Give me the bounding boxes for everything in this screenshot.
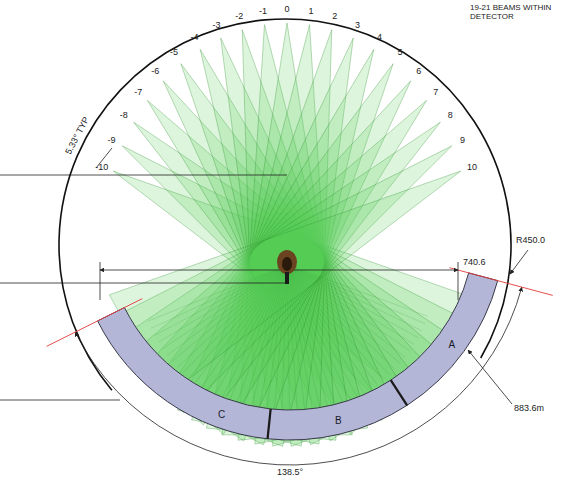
- beam-ray: [214, 265, 287, 396]
- beam-ray: [266, 265, 287, 414]
- dimension-lines: [47, 19, 553, 465]
- target-holder: [285, 272, 289, 284]
- beam-number: 5: [397, 48, 402, 58]
- dimension-label: 138.5°: [275, 468, 305, 478]
- detector-segment-shape: [391, 273, 498, 405]
- beam-ray: [243, 265, 287, 408]
- detector-segment: C: [216, 403, 227, 423]
- segment-divider: [268, 409, 271, 439]
- leader-line: [468, 350, 512, 404]
- beam-ray: [177, 265, 287, 367]
- beam-number: 0: [284, 5, 289, 15]
- detector-segment-shape: [268, 380, 408, 440]
- beam-number: -5: [170, 48, 178, 58]
- beam-ray: [287, 265, 395, 369]
- beam-ray: [236, 265, 287, 406]
- beam-ray: [155, 265, 287, 335]
- beam-ray: [287, 265, 305, 414]
- leader-line: [0, 400, 120, 401]
- beam-ray: [158, 265, 287, 342]
- beam-ray: [183, 265, 287, 373]
- beam-number: -8: [120, 111, 128, 121]
- target: [282, 257, 292, 271]
- beam-ray: [167, 265, 287, 355]
- segment-divider: [391, 380, 407, 405]
- beam-number: 1: [308, 7, 313, 17]
- beam-number: -3: [212, 21, 220, 31]
- dimension-label: R450.0: [516, 236, 545, 246]
- beam-number: -9: [107, 136, 115, 146]
- detector-segment: A: [446, 333, 457, 353]
- beam-ray: [287, 265, 383, 380]
- beam-ray: [287, 265, 377, 385]
- leader-line: [0, 283, 287, 284]
- dimension-label: 883.6m: [514, 404, 544, 414]
- beam-number: -6: [151, 67, 159, 77]
- extension-line: [47, 299, 143, 347]
- beam-ray: [221, 265, 287, 400]
- beam-ray: [287, 265, 389, 375]
- dimension-label: 740.6: [463, 258, 486, 268]
- segment-label: B: [335, 415, 342, 426]
- detector-segment-shape: [98, 308, 271, 439]
- beam-ray: [287, 265, 328, 409]
- beam-number: -1: [259, 7, 267, 17]
- beam-ray: [287, 265, 297, 415]
- beam-ray: [287, 265, 371, 389]
- beam-ray: [287, 265, 336, 407]
- beam-ray: [287, 265, 313, 413]
- beam-number: 8: [448, 111, 453, 121]
- target: [277, 250, 297, 274]
- beam-number: 3: [355, 21, 360, 31]
- beam-ray: [151, 265, 287, 328]
- leader-line: [510, 250, 528, 274]
- beam-ray: [287, 265, 357, 397]
- beam-ray: [287, 265, 418, 338]
- beam-number: 4: [377, 33, 382, 43]
- segment-label: A: [448, 339, 455, 350]
- extension-line: [449, 268, 552, 296]
- note-text: 19-21 BEAMS WITHIN DETECTOR: [470, 4, 570, 22]
- beam-number: 9: [460, 136, 465, 146]
- beam-number: 6: [416, 67, 421, 77]
- segment-label: C: [218, 409, 225, 420]
- beam-ray: [287, 265, 428, 316]
- frame-arc: [59, 19, 511, 390]
- extension-line: [100, 262, 101, 300]
- beam-ray: [228, 265, 287, 403]
- beam-ray: [287, 265, 425, 324]
- beam-number: -4: [190, 33, 198, 43]
- angle-dimension: [75, 287, 522, 465]
- beam-ray: [148, 265, 287, 321]
- beam-ray: [208, 265, 287, 392]
- beam-number: 7: [433, 88, 438, 98]
- beam-ray: [287, 265, 350, 401]
- beam-ray: [287, 265, 414, 344]
- beam-ray: [163, 265, 287, 349]
- detector-segment: B: [333, 409, 344, 429]
- beam-ray: [287, 265, 290, 415]
- beam-number: 2: [332, 12, 337, 22]
- beam-ray: [287, 265, 422, 331]
- extension-line: [458, 262, 459, 300]
- beam-number: -7: [134, 88, 142, 98]
- beam-number: -2: [235, 12, 243, 22]
- beam-ray: [172, 265, 287, 361]
- dimension-line: [100, 270, 458, 271]
- leader-line: [0, 175, 287, 176]
- beam-ray: [258, 265, 287, 412]
- beam-number: 10: [467, 163, 477, 173]
- beam-number: -10: [95, 163, 108, 173]
- detector-band: [98, 273, 498, 440]
